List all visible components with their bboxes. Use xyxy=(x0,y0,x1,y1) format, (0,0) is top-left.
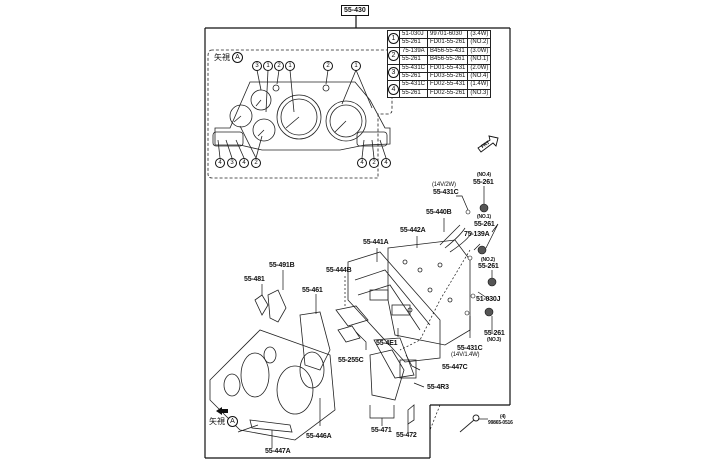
part-label: 55-4E1 xyxy=(376,340,398,347)
part-label: 55-261 xyxy=(484,330,505,337)
part-label: 55-472 xyxy=(396,432,417,439)
part-label: 55-4R3 xyxy=(427,384,449,391)
part-label: (NO.1) xyxy=(477,214,491,220)
legend-code: FD02-55-431 xyxy=(427,80,469,90)
bulb-legend-table: 1 51-030J 99701-6030 (3.4W) 55-261 FD01-… xyxy=(387,29,492,99)
legend-spec: (NO.1) xyxy=(467,55,492,65)
part-label: 55-261 xyxy=(473,179,494,186)
legend-code: B456-55-431 xyxy=(427,46,469,57)
callout-top: 3 xyxy=(252,61,262,71)
view-marker-letter: A xyxy=(232,52,243,63)
legend-code: FD01-55-261 xyxy=(427,38,469,48)
view-marker-letter: A xyxy=(227,416,238,427)
part-label: 55-447A xyxy=(265,448,291,455)
part-label: 55-431C xyxy=(457,345,483,352)
part-label: 99865-0516 xyxy=(488,420,513,426)
part-label: 55-441A xyxy=(363,239,389,246)
part-label: 51-030J xyxy=(476,296,501,303)
legend-spec: (2.0W) xyxy=(467,63,492,74)
part-label: 55-442A xyxy=(400,227,426,234)
part-label: 55-431C xyxy=(433,189,459,196)
callout-bottom-left: 2 xyxy=(251,158,261,168)
part-label: 55-491B xyxy=(269,262,295,269)
callout-top: 1 xyxy=(285,61,295,71)
part-label: 55-481 xyxy=(244,276,265,283)
callout-bottom-left: 4 xyxy=(215,158,225,168)
legend-part: 51-030J xyxy=(398,29,429,40)
part-label: (NO.2) xyxy=(481,257,495,263)
legend-row: 55-261 B456-55-261 (NO.1) xyxy=(388,55,492,65)
leader-lines xyxy=(261,186,499,448)
part-label: 75-139A xyxy=(464,231,490,238)
legend-spec: (NO.3) xyxy=(467,88,492,99)
legend-code: FD01-55-431 xyxy=(427,63,469,74)
legend-row: 4 55-431C FD02-55-431 (1.4W) xyxy=(387,80,492,99)
front-lens-bezel-drawing xyxy=(209,329,336,441)
legend-spec: (3.4W) xyxy=(467,29,492,40)
part-label: 55-444B xyxy=(326,267,352,274)
callout-top: 2 xyxy=(274,61,284,71)
legend-part: 75-139A xyxy=(398,46,429,57)
view-marker-text: 矢視 xyxy=(214,53,230,62)
legend-part: 55-261 xyxy=(398,72,429,82)
part-label: (14V/2W) xyxy=(432,182,456,188)
screw-drawing xyxy=(459,414,480,433)
legend-part: 55-261 xyxy=(398,55,429,65)
legend-code: B456-55-261 xyxy=(427,55,469,65)
legend-code: FD02-55-261 xyxy=(427,88,469,99)
outer-frame xyxy=(204,16,511,459)
view-marker-text: 矢視 xyxy=(209,417,225,426)
printed-circuit-board-drawing xyxy=(387,224,473,346)
legend-row: 3 55-431C FD01-55-431 (2.0W) xyxy=(387,63,492,82)
legend-spec: (3.0W) xyxy=(467,46,492,57)
legend-row: 55-261 FD01-55-261 (NO.2) xyxy=(388,38,492,48)
legend-index-cell: 2 xyxy=(387,46,400,65)
part-label: (14V/1.4W) xyxy=(451,352,480,358)
part-label: 55-447C xyxy=(442,364,468,371)
part-label: (NO.3) xyxy=(487,337,501,343)
callout-bottom-right: 4 xyxy=(357,158,367,168)
legend-part: 55-431C xyxy=(398,80,429,90)
legend-index-cell: 3 xyxy=(387,63,400,82)
legend-code: 99701-6030 xyxy=(427,29,469,40)
legend-code: FD03-55-261 xyxy=(427,72,469,82)
callout-top: 1 xyxy=(351,61,361,71)
legend-spec: (NO.2) xyxy=(467,38,492,48)
part-label: (4) xyxy=(500,414,506,420)
legend-index-cell: 1 xyxy=(387,30,400,48)
callout-bottom-left: 3 xyxy=(227,158,237,168)
legend-spec: (NO.4) xyxy=(467,72,492,82)
part-label: 55-261 xyxy=(474,221,495,228)
cluster-view-a-drawing xyxy=(212,69,391,159)
legend-part: 55-261 xyxy=(398,38,429,48)
part-label: 55-440B xyxy=(426,209,452,216)
legend-row: 1 51-030J 99701-6030 (3.4W) xyxy=(387,29,492,48)
callout-bottom-left: 4 xyxy=(239,158,249,168)
view-a-label: 矢視 A xyxy=(214,52,243,63)
legend-row: 55-261 FD03-55-261 (NO.4) xyxy=(388,72,492,82)
part-label: 55-255C xyxy=(338,357,364,364)
part-label: 55-461 xyxy=(302,287,323,294)
callout-bottom-right: 2 xyxy=(369,158,379,168)
part-label: (NO.4) xyxy=(477,172,491,178)
part-label: 55-446A xyxy=(306,433,332,440)
callout-top: 1 xyxy=(263,61,273,71)
front-direction-arrow xyxy=(477,135,499,153)
assembly-part-number: 55-430 xyxy=(341,5,369,16)
bulb-sockets-drawing xyxy=(464,203,497,317)
legend-row: 55-261 FD02-55-261 (NO.3) xyxy=(388,88,492,99)
part-label: 55-261 xyxy=(478,263,499,270)
legend-row: 2 75-139A B456-55-431 (3.0W) xyxy=(387,46,492,65)
legend-index-cell: 4 xyxy=(387,80,400,99)
callout-bottom-right: 4 xyxy=(381,158,391,168)
callout-top: 2 xyxy=(323,61,333,71)
view-a-arrow xyxy=(216,407,228,415)
legend-spec: (1.4W) xyxy=(467,80,492,90)
view-a-direction-label: 矢視 A xyxy=(209,416,238,427)
legend-part: 55-261 xyxy=(398,88,429,99)
part-label: 55-471 xyxy=(371,427,392,434)
legend-part: 55-431C xyxy=(398,63,429,74)
cluster-case-drawing xyxy=(347,251,441,363)
